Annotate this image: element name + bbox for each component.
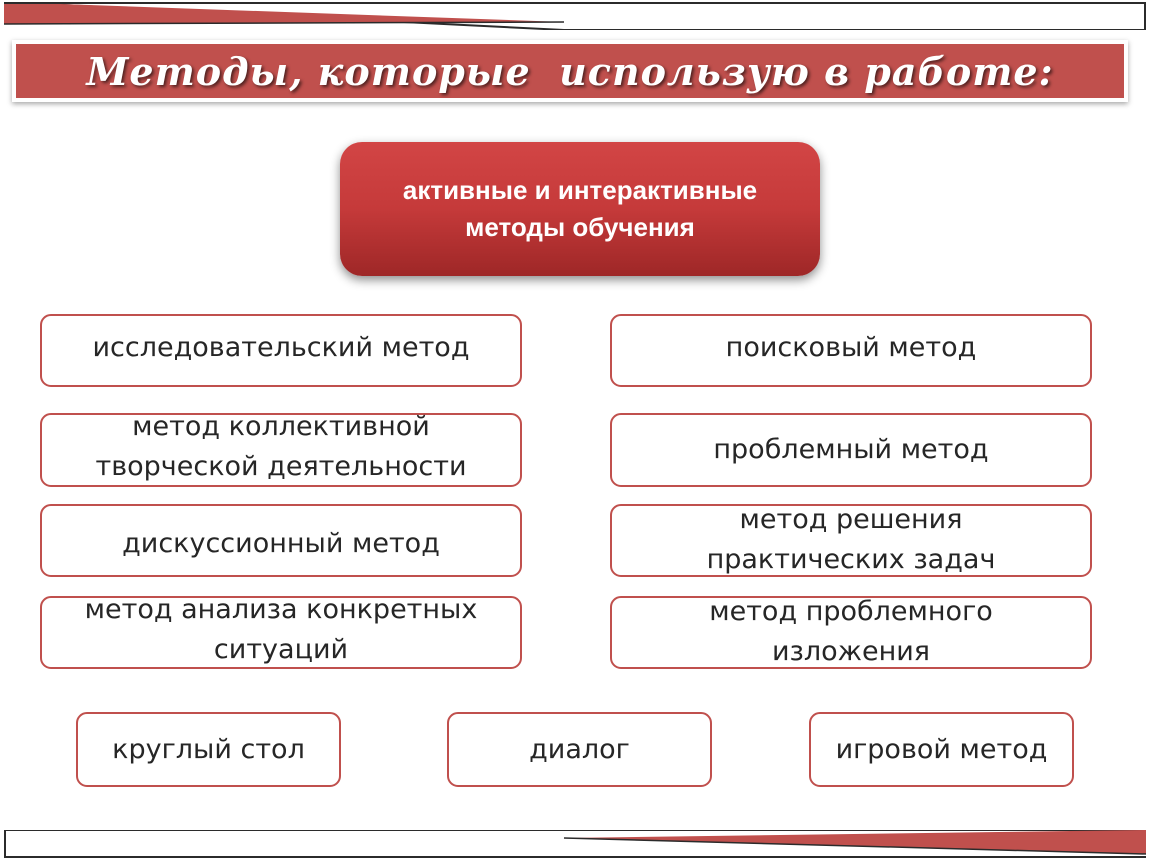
method-box-search: поисковый метод [610,314,1092,387]
method-label-line-1: метод решения [739,503,963,535]
method-label-line-1: метод анализа конкретных [84,593,478,625]
title-banner-fill: Методы, которые использую в работе: [16,44,1124,98]
method-label: проблемный метод [713,434,989,465]
bottom-decorative-stripe [4,830,1146,858]
method-label-line-2: творческой деятельности [95,451,467,482]
central-category-line-1: активные и интерактивные [402,175,758,205]
method-box-round-table: круглый стол [76,712,341,787]
method-box-game: игровой метод [809,712,1074,787]
central-category-box: активные и интерактивные методы обучения [340,142,820,276]
method-box-research: исследовательский метод [40,314,522,387]
method-label: диалог [529,733,630,765]
central-category-label: активные и интерактивные методы обучения [403,172,757,246]
method-label-line-1: метод коллективной [132,411,430,442]
method-label-line-2: ситуаций [213,633,349,665]
method-label: дискуссионный метод [122,527,440,559]
method-label: круглый стол [112,733,305,765]
method-label: поисковый метод [725,331,977,363]
method-label: игровой метод [835,733,1048,765]
method-box-practical-tasks: метод решения практических задач [610,504,1092,577]
method-box-discussion: дискуссионный метод [40,504,522,577]
method-box-dialog: диалог [447,712,712,787]
top-decorative-stripe [4,2,1146,30]
title-banner: Методы, которые использую в работе: [12,40,1128,102]
page-title: Методы, которые использую в работе: [86,48,1054,94]
central-category-line-2: методы обучения [465,212,695,242]
method-label-line-2: практических задач [706,543,996,575]
method-box-case-analysis: метод анализа конкретных ситуаций [40,594,522,669]
method-box-problem: проблемный метод [610,413,1092,487]
method-box-problem-exposition: метод проблемного изложения [610,596,1092,669]
method-label-line-2: изложения [771,635,931,667]
method-box-collective-creative: метод коллективной творческой деятельнос… [40,411,522,487]
method-label: исследовательский метод [92,331,470,363]
method-label-line-1: метод проблемного [709,595,993,627]
